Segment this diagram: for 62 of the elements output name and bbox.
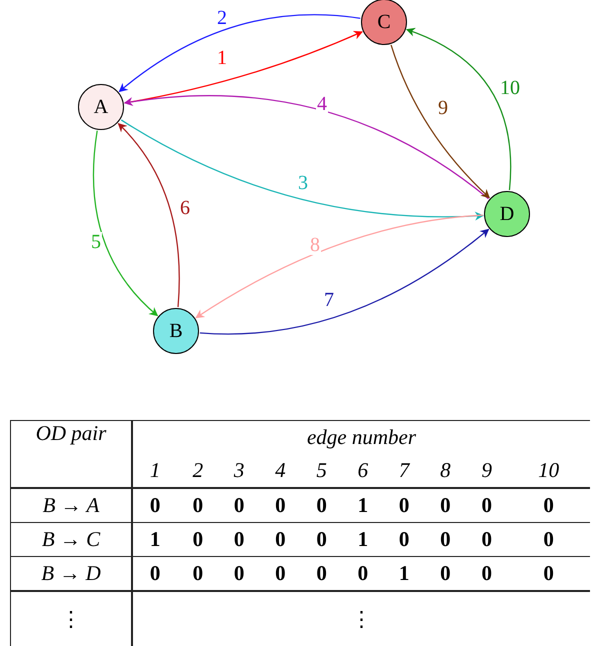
table-value: 0 <box>466 522 508 556</box>
table-value: 1 <box>384 556 425 591</box>
table-value: 0 <box>218 522 260 556</box>
column-number: 8 <box>424 454 466 488</box>
table-value: 0 <box>301 556 342 591</box>
table-value: 0 <box>260 522 301 556</box>
column-number: 10 <box>507 454 590 488</box>
column-number: 2 <box>177 454 218 488</box>
table-value: 0 <box>177 522 218 556</box>
table-value: 0 <box>260 488 301 522</box>
column-header: OD pair <box>10 420 132 488</box>
node-circle: D <box>484 191 530 237</box>
table-value: 0 <box>301 488 342 522</box>
arrow <box>92 130 158 316</box>
edge-label: 8 <box>309 235 321 255</box>
table-value: 0 <box>177 556 218 591</box>
node-circle: A <box>78 84 124 130</box>
table-value: 0 <box>384 522 425 556</box>
table-value: 1 <box>342 488 384 522</box>
arrow <box>390 44 490 198</box>
column-number: 6 <box>342 454 384 488</box>
table-value: 0 <box>177 488 218 522</box>
node-circle: B <box>153 308 199 354</box>
ellipsis: ⋮ <box>10 591 132 646</box>
column-number: 7 <box>384 454 425 488</box>
row-header: B → C <box>10 522 132 556</box>
column-number: 9 <box>466 454 508 488</box>
table-value: 0 <box>466 556 508 591</box>
column-header: edge number <box>132 420 590 454</box>
table-value: 0 <box>424 556 466 591</box>
column-number: 5 <box>301 454 342 488</box>
table-value: 1 <box>132 522 178 556</box>
table-value: 0 <box>424 488 466 522</box>
table-value: 0 <box>384 488 425 522</box>
arrow <box>406 28 512 190</box>
column-number: 1 <box>132 454 178 488</box>
column-number: 3 <box>218 454 260 488</box>
table-value: 0 <box>507 522 590 556</box>
ellipsis: ⋮ <box>132 591 590 646</box>
table-value: 0 <box>342 556 384 591</box>
arrow <box>124 95 489 200</box>
arrow <box>200 228 490 335</box>
table-value: 0 <box>424 522 466 556</box>
edge-label: 4 <box>316 94 328 114</box>
arrow <box>120 119 484 220</box>
node-circle: C <box>361 0 407 45</box>
table-value: 0 <box>466 488 508 522</box>
row-header: B → A <box>10 488 132 522</box>
column-number: 4 <box>260 454 301 488</box>
row-header: B → D <box>10 556 132 591</box>
arrow <box>118 14 360 92</box>
table-value: 1 <box>342 522 384 556</box>
table-value: 0 <box>218 556 260 591</box>
table-value: 0 <box>301 522 342 556</box>
table-value: 0 <box>507 556 590 591</box>
table-value: 0 <box>218 488 260 522</box>
table-value: 0 <box>260 556 301 591</box>
arrow <box>118 122 180 308</box>
arrow <box>195 214 484 318</box>
table-value: 0 <box>132 488 178 522</box>
table-value: 0 <box>132 556 178 591</box>
table-value: 0 <box>507 488 590 522</box>
